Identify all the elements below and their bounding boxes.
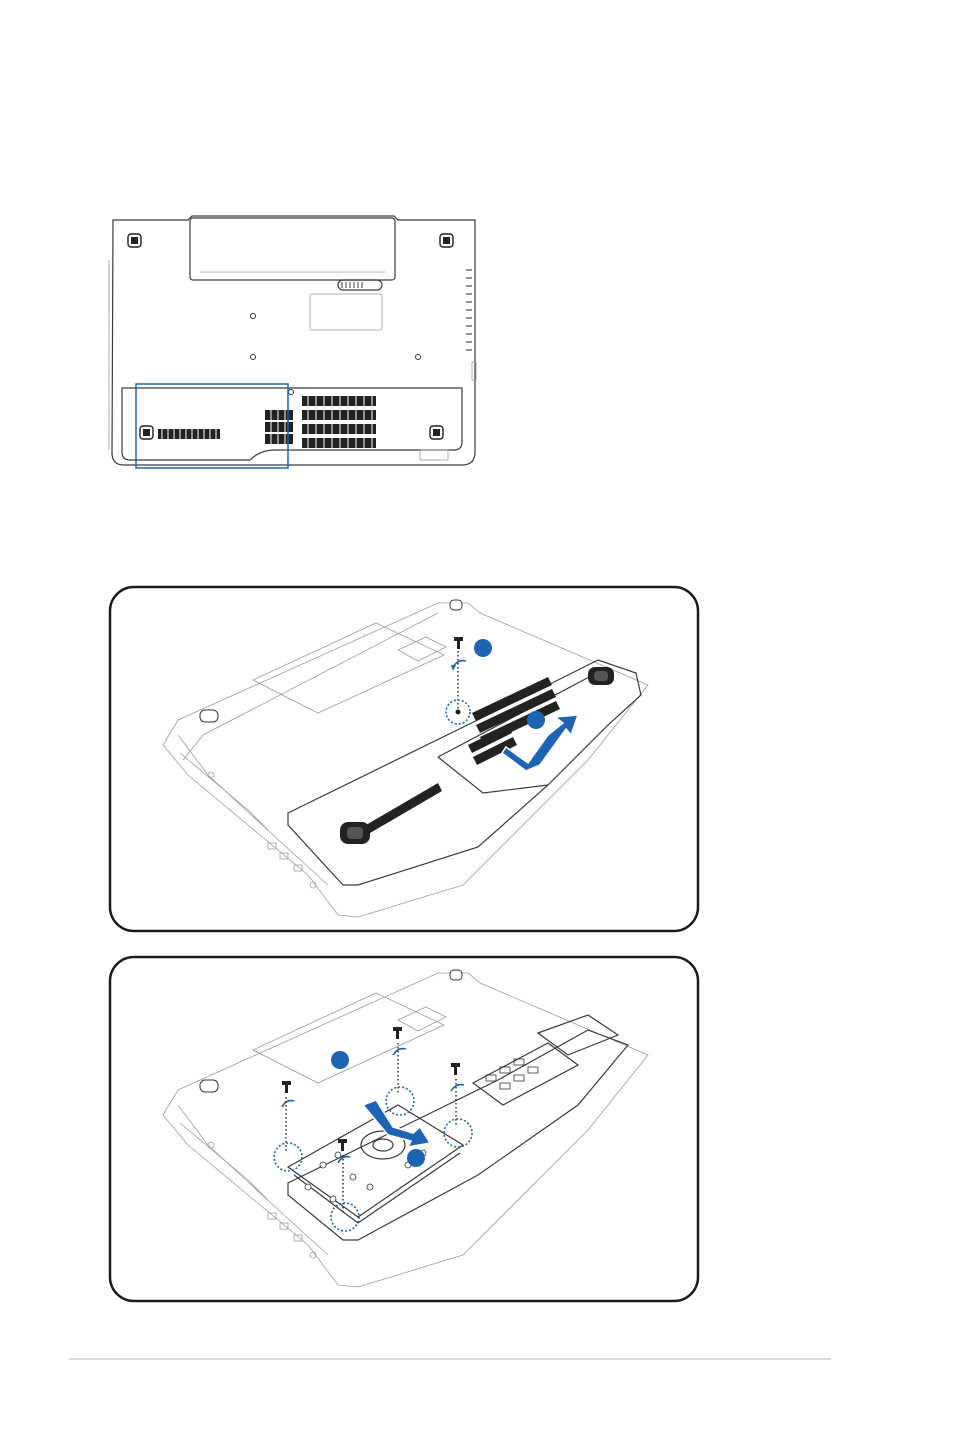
figure-frame bbox=[110, 957, 698, 1301]
rubber-feet bbox=[128, 234, 453, 439]
laptop-underside-overview-illustration bbox=[100, 210, 485, 475]
compartment-cover-removal-illustration bbox=[108, 585, 700, 933]
figure-frame bbox=[110, 587, 698, 931]
hard-drive-removal-illustration bbox=[108, 955, 700, 1303]
step-badge-1 bbox=[474, 639, 492, 657]
step-badge-2 bbox=[527, 711, 545, 729]
step-badge-1 bbox=[331, 1051, 349, 1069]
step-badge-2 bbox=[407, 1149, 425, 1167]
footer-rule bbox=[69, 1358, 831, 1360]
